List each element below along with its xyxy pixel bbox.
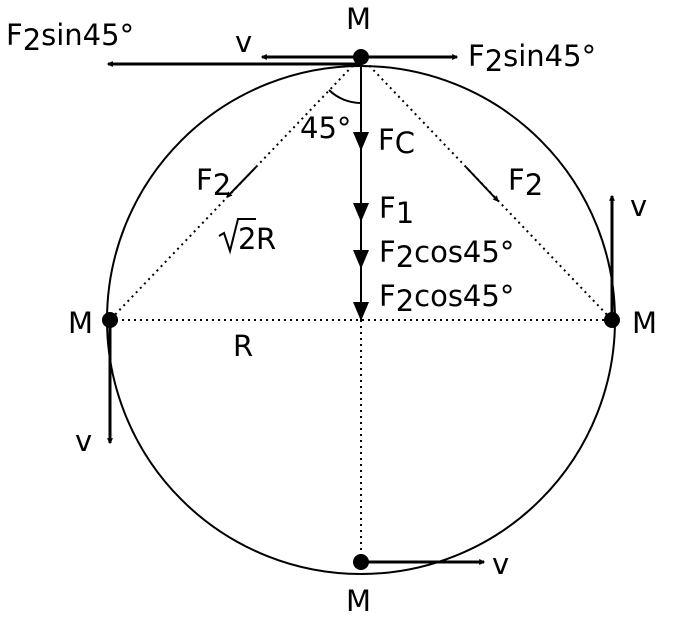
- root-digit: 2: [238, 222, 256, 256]
- velocity-label-right: v: [630, 189, 647, 223]
- mass-dot-left: [102, 312, 118, 328]
- arrowhead-fc: [353, 132, 369, 151]
- mass-label-bottom: M: [346, 584, 371, 618]
- mass-dot-top: [353, 49, 369, 65]
- radical-sign: [218, 218, 256, 255]
- label-f2sin45-left: F2sin45°: [6, 18, 134, 57]
- vertical-force-arrowheads: [353, 132, 369, 321]
- mass-label-right: M: [632, 306, 657, 340]
- mass-label-left: M: [68, 306, 93, 340]
- arrowhead-f2cos45-b: [353, 302, 369, 321]
- label-f1: F1: [379, 191, 414, 230]
- arrowhead-f1: [353, 203, 369, 222]
- angle-label: 45°: [300, 111, 351, 145]
- mass-dot-bottom: [353, 554, 369, 570]
- velocity-label-bottom: v: [492, 547, 509, 581]
- radius-label: R: [233, 329, 253, 363]
- label-f2cos45-lower: F2cos45°: [379, 279, 514, 318]
- mass-dot-right: [604, 312, 620, 328]
- label-f2sin45-right: F2sin45°: [468, 39, 596, 78]
- force-arrow-f2-right: [465, 166, 499, 202]
- velocity-label-top: v: [235, 25, 252, 59]
- label-f2-left: F2: [196, 163, 231, 202]
- label-root2-radius: 2 R: [218, 218, 276, 256]
- arrowhead-f2cos45-a: [353, 250, 369, 269]
- root-radius: R: [256, 222, 276, 256]
- velocity-label-left: v: [75, 424, 92, 458]
- label-f2cos45-upper: F2cos45°: [379, 235, 514, 274]
- angle-arc: [328, 89, 362, 104]
- force-arrow-f2-left: [226, 166, 257, 198]
- mass-label-top: M: [346, 2, 371, 36]
- label-f2-right: F2: [508, 163, 543, 202]
- label-fc: FC: [378, 123, 415, 160]
